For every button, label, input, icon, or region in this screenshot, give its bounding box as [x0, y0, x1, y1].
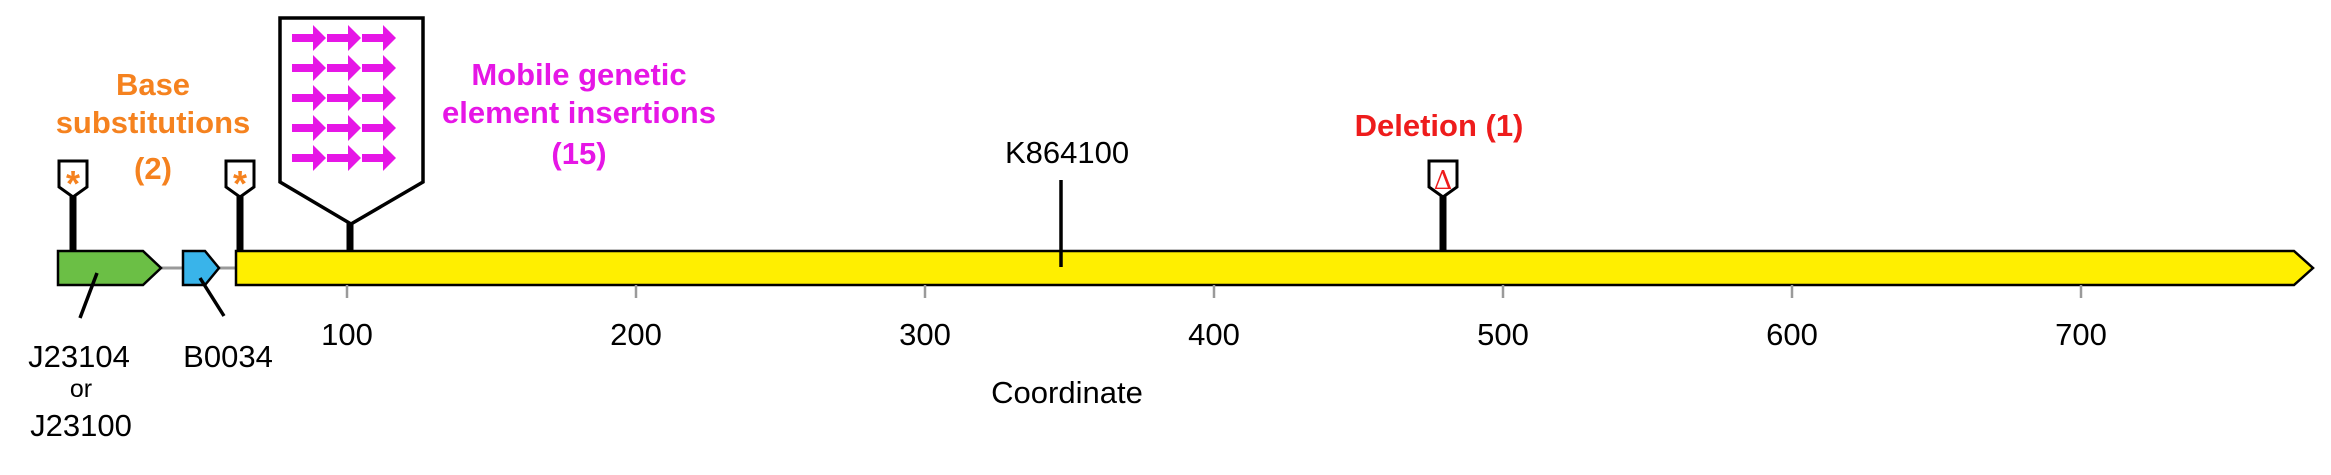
insertion-arrow-icon — [362, 85, 396, 111]
insertion-arrow-icon — [327, 115, 361, 141]
rbs-leader-line — [198, 277, 226, 317]
insertion-arrow-icon — [362, 25, 396, 51]
deletion-label: Deletion (1) — [1355, 108, 1524, 143]
insertion-arrow-icon — [327, 145, 361, 171]
base-substitutions-label: Base — [116, 67, 190, 102]
axis-tick-label: 400 — [1188, 317, 1240, 352]
axis-tick-label: 600 — [1766, 317, 1818, 352]
substitution-marker-symbol: * — [233, 163, 247, 204]
rbs-part — [181, 249, 221, 287]
insertion-arrow-icon — [327, 85, 361, 111]
insertion-arrow-icon — [327, 55, 361, 81]
axis-title: Coordinate — [991, 375, 1143, 410]
substitution-marker-symbol: * — [66, 163, 80, 204]
insertion-arrow-icon — [362, 115, 396, 141]
axis-ticks: 100 200 300 400 500 600 700 — [321, 285, 2107, 352]
promoter-alt-label: J23100 — [30, 408, 132, 443]
cds-part — [234, 249, 2315, 287]
insertion-arrow-icon — [292, 85, 326, 111]
insertion-arrow-icon — [327, 25, 361, 51]
insertion-arrow-icon — [292, 55, 326, 81]
axis-tick-label: 700 — [2055, 317, 2107, 352]
axis-tick-label: 300 — [899, 317, 951, 352]
promoter-or-label: or — [70, 375, 92, 403]
base-substitutions-count: (2) — [134, 151, 172, 186]
axis-tick-label: 100 — [321, 317, 373, 352]
insertion-arrow-icon — [292, 115, 326, 141]
axis-tick-label: 500 — [1477, 317, 1529, 352]
deletion-marker-symbol: Δ — [1434, 166, 1453, 196]
cds-label: K864100 — [1005, 135, 1129, 170]
mge-insertions-label: element insertions — [442, 95, 716, 130]
deletion-marker-flag — [1427, 159, 1459, 199]
promoter-part — [56, 249, 163, 287]
promoter-leader-line — [78, 272, 99, 319]
insertion-arrow-icon — [292, 145, 326, 171]
promoter-label: J23104 — [28, 339, 130, 374]
mge-insertions-label: Mobile genetic — [471, 57, 686, 92]
base-substitutions-label: substitutions — [56, 105, 251, 140]
axis-tick-label: 200 — [610, 317, 662, 352]
insertion-arrow-icon — [362, 55, 396, 81]
insertion-arrow-grid — [292, 25, 396, 171]
substitution-marker-flag — [224, 159, 256, 199]
substitution-marker-flag — [57, 159, 89, 199]
insertion-arrow-icon — [362, 145, 396, 171]
insertion-arrow-icon — [292, 25, 326, 51]
rbs-label: B0034 — [183, 339, 273, 374]
mge-insertions-count: (15) — [551, 136, 606, 171]
